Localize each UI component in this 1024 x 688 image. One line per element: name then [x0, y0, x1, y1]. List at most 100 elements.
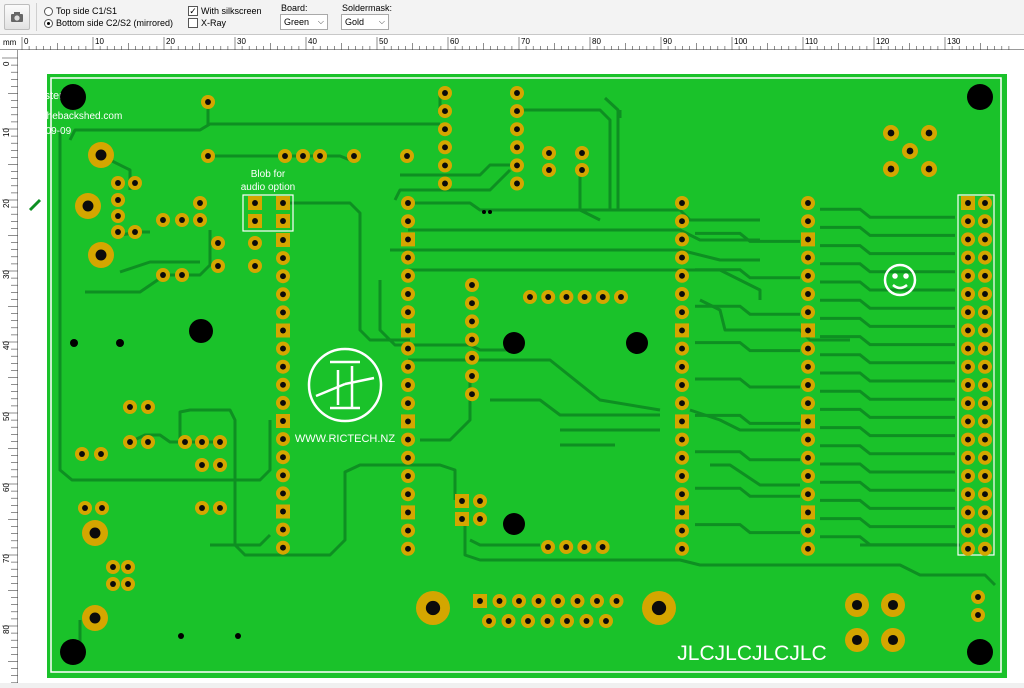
camera-icon — [11, 12, 23, 22]
pad-drill — [805, 436, 811, 443]
pad-drill — [679, 382, 685, 388]
ruler-label: 50 — [2, 412, 11, 421]
pad-drill — [679, 236, 685, 243]
trace — [119, 260, 200, 274]
board-color-select[interactable]: Green ⌵ — [280, 14, 328, 30]
chevron-down-icon: ⌵ — [378, 17, 385, 26]
silkscreen-option[interactable]: ✓ With silkscreen — [188, 5, 262, 17]
pad-drill — [197, 200, 203, 206]
ruler-label: 60 — [2, 483, 11, 492]
pad-drill — [851, 599, 863, 611]
mounting-hole — [60, 639, 86, 665]
pad-drill — [965, 363, 971, 370]
pad-drill — [805, 218, 811, 225]
pad-drill — [110, 581, 116, 587]
pad-drill — [594, 598, 600, 604]
bottom-side-option[interactable]: Bottom side C2/S2 (mirrored) — [44, 17, 173, 29]
mounting-hole — [967, 84, 993, 110]
ruler-label: 120 — [876, 37, 890, 46]
pad-drill — [805, 509, 811, 516]
pad-drill — [965, 473, 971, 479]
pad-drill — [405, 254, 411, 261]
pad-drill — [545, 544, 551, 550]
board-outline — [50, 77, 1002, 673]
pad-drill — [405, 200, 411, 206]
mounting-hole — [178, 633, 184, 639]
soldermask-select[interactable]: Gold ⌵ — [341, 14, 389, 30]
pad-drill — [425, 600, 441, 616]
pad-drill — [581, 544, 588, 550]
pad-drill — [805, 327, 811, 334]
xray-label: X-Ray — [201, 18, 227, 28]
pad-drill — [280, 345, 286, 352]
pad-drill — [805, 527, 811, 534]
bottom-side-radio[interactable] — [44, 18, 53, 28]
pad-drill — [280, 218, 286, 224]
screenshot-button[interactable] — [4, 4, 30, 30]
pad-drill — [280, 436, 286, 443]
pad-drill — [199, 439, 205, 445]
pad-drill — [982, 309, 988, 316]
pad-drill — [965, 400, 971, 407]
board-label: Board: — [281, 3, 308, 13]
pad-drill — [405, 382, 411, 388]
pad-drill — [679, 527, 685, 534]
pad-drill — [925, 129, 933, 137]
pad-drill — [280, 526, 286, 533]
pad-drill — [546, 167, 552, 173]
ruler-label: 110 — [805, 37, 818, 46]
pad-drill — [252, 218, 258, 224]
silkscreen-checkbox[interactable]: ✓ — [188, 6, 198, 16]
trace — [490, 398, 660, 417]
pad-drill — [95, 249, 107, 261]
pad-drill — [469, 354, 475, 361]
pad-drill — [805, 236, 811, 243]
board-color-value: Green — [284, 17, 310, 27]
pad-drill — [527, 294, 533, 300]
pad-drill — [525, 618, 531, 624]
pad-drill — [442, 162, 448, 169]
blob-silk-box — [242, 194, 294, 232]
bus-trace — [695, 486, 800, 498]
pad-drill — [280, 291, 286, 298]
pad-drill — [679, 309, 685, 316]
pad-drill — [115, 197, 121, 203]
mounting-hole — [967, 639, 993, 665]
pad-drill — [651, 600, 667, 616]
pad-drill — [982, 327, 988, 334]
ruler-label: 40 — [308, 37, 317, 46]
top-side-option[interactable]: Top side C1/S1 — [44, 5, 117, 17]
mounting-hole — [116, 339, 124, 347]
top-side-radio[interactable] — [44, 6, 53, 16]
xray-option[interactable]: X-Ray — [188, 17, 226, 29]
pad-drill — [579, 167, 585, 173]
pad-drill — [217, 462, 223, 468]
jlc-text: JLCJLCJLCJLC — [677, 642, 826, 665]
toolbar-separator — [36, 3, 37, 31]
chevron-down-icon: ⌵ — [317, 17, 324, 26]
pad-drill — [459, 498, 465, 504]
pad-drill — [125, 581, 131, 587]
pad-drill — [477, 498, 483, 504]
pad-drill — [405, 272, 411, 279]
pcb-view[interactable]: Grogster www.thebackshed.com 2022-09-09 … — [18, 50, 1024, 683]
pcb-board-render[interactable]: Grogster www.thebackshed.com 2022-09-09 … — [18, 50, 1024, 683]
pad-drill — [965, 454, 971, 461]
mounting-hole — [626, 332, 648, 354]
pad-drill — [805, 345, 811, 352]
pad-drill — [132, 180, 138, 186]
pad-drill — [280, 273, 286, 280]
silk-date: 2022-09-09 — [20, 126, 72, 137]
pad-drill — [442, 144, 448, 151]
xray-checkbox[interactable] — [188, 18, 198, 28]
pad-drill — [405, 218, 411, 225]
pad-drill — [679, 400, 685, 407]
pad-drill — [679, 218, 685, 225]
pad-drill — [579, 150, 585, 156]
pad-drill — [982, 218, 988, 225]
pad-drill — [469, 336, 475, 343]
silkscreen-layer: Grogster www.thebackshed.com 2022-09-09 … — [19, 90, 827, 665]
pad-drill — [252, 263, 258, 269]
pad-drill — [965, 218, 971, 225]
